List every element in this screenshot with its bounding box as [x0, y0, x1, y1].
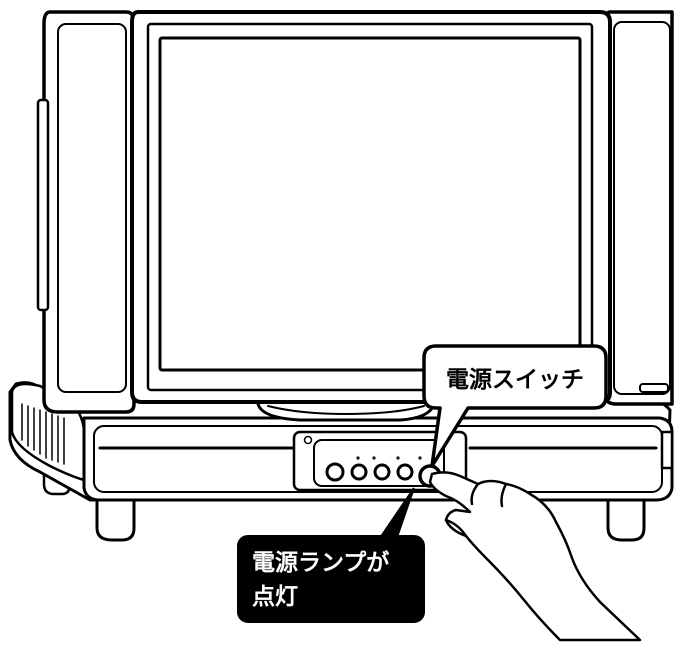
- power-lamp: [303, 435, 313, 445]
- left-speaker: [36, 10, 136, 414]
- base-right-connector: [660, 430, 674, 470]
- monitor: [130, 10, 612, 404]
- control-button-3[interactable]: [373, 463, 391, 481]
- callout-power-lamp: [237, 487, 425, 623]
- control-button-4[interactable]: [396, 463, 414, 481]
- control-button-2[interactable]: [350, 463, 368, 481]
- callout-power-lamp-line1: 電源ランプが: [252, 549, 389, 576]
- control-button-1[interactable]: [325, 462, 345, 482]
- callout-power-switch: [422, 344, 608, 468]
- callout-power-switch-label: 電源スイッチ: [446, 367, 584, 393]
- callout-power-lamp-line2: 点灯: [252, 584, 298, 610]
- hand-illustration: [428, 471, 642, 642]
- right-speaker: [604, 10, 674, 406]
- monitor-screen: [158, 36, 582, 372]
- base-front-panel: [82, 416, 674, 502]
